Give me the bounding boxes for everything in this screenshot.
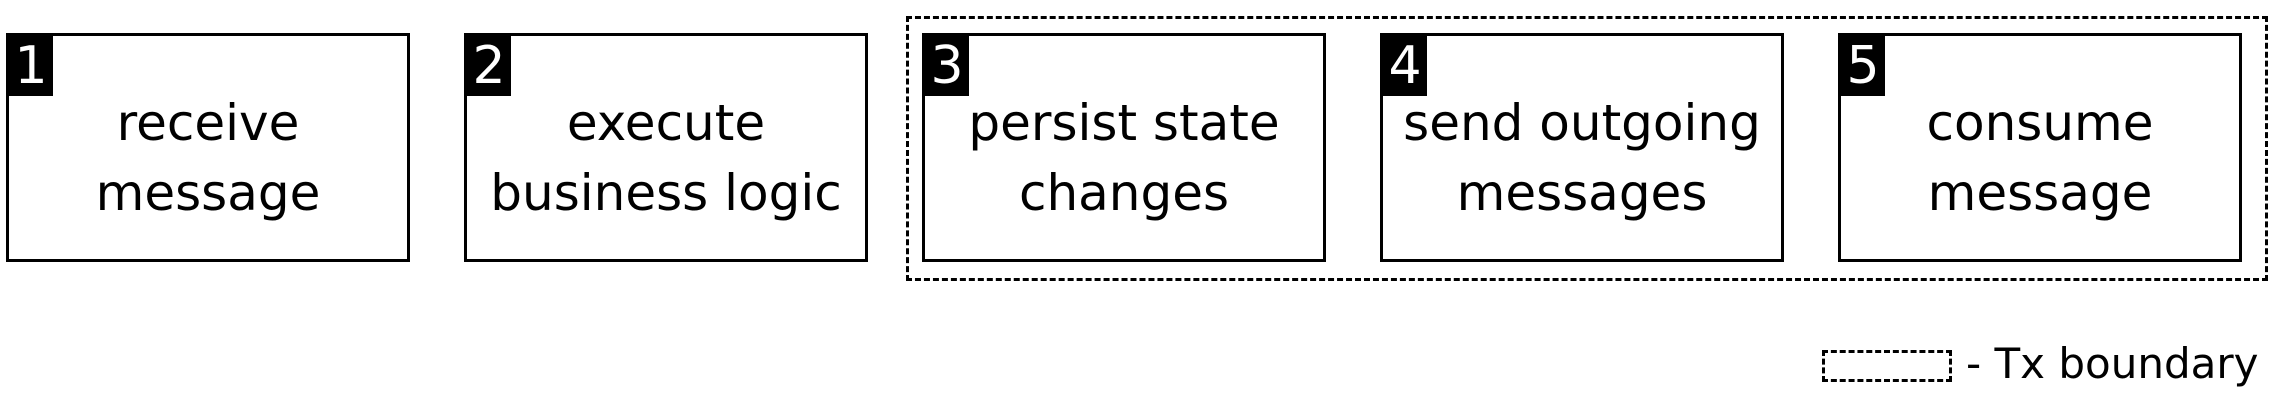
legend-label: - Tx boundary [1966, 339, 2259, 388]
legend-dashed-swatch [1822, 350, 1952, 382]
step-receive-message: 1 receive message [6, 33, 410, 262]
step-persist-state-changes: 3 persist state changes [922, 33, 1326, 262]
transaction-boundary [906, 16, 2268, 281]
step-label: send outgoing messages [1403, 94, 1761, 222]
step-number-badge: 5 [1841, 36, 1885, 96]
step-number-badge: 1 [9, 36, 53, 96]
step-execute-business-logic: 2 execute business logic [464, 33, 868, 262]
step-label: persist state changes [968, 94, 1280, 222]
step-label: execute business logic [490, 94, 842, 222]
step-number-badge: 4 [1383, 36, 1427, 96]
step-consume-message: 5 consume message [1838, 33, 2242, 262]
step-label: consume message [1926, 94, 2154, 222]
step-send-outgoing-messages: 4 send outgoing messages [1380, 33, 1784, 262]
step-label: receive message [95, 94, 321, 222]
step-number-badge: 3 [925, 36, 969, 96]
step-number-badge: 2 [467, 36, 511, 96]
